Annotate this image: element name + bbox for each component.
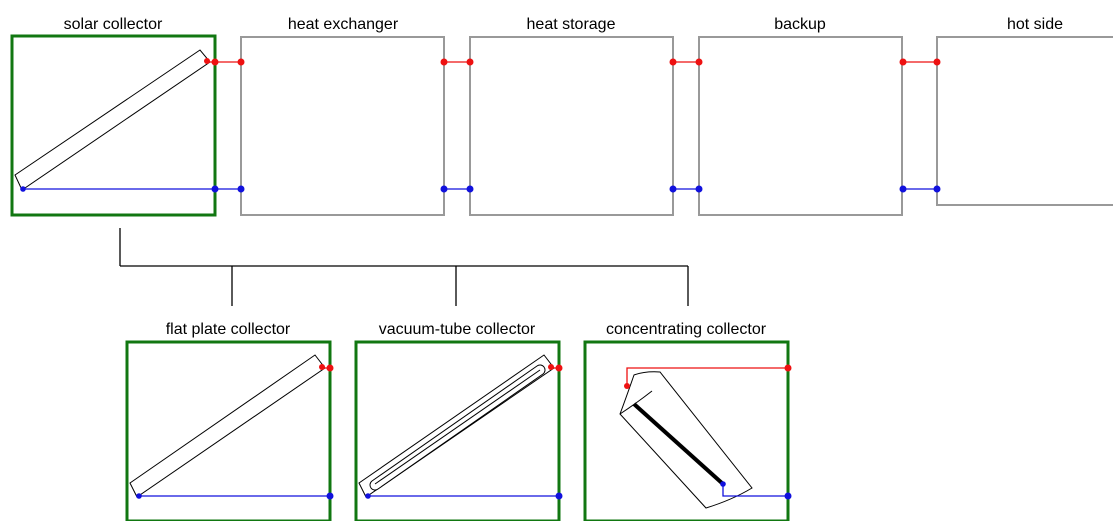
hot-side-hot-in-port <box>933 58 941 66</box>
heat-storage-cold-out-port <box>466 185 474 193</box>
concentrating-collector-box[interactable] <box>583 340 790 521</box>
heat-exchanger-cold-out-port <box>237 185 245 193</box>
vacuum-tube-cold-port <box>555 492 563 500</box>
label-heat-storage: heat storage <box>527 16 616 33</box>
label-hot-side: hot side <box>1007 16 1063 33</box>
concentrating-collector-block[interactable] <box>583 340 792 521</box>
concentrating-cold-port <box>784 492 792 500</box>
hot-side-box[interactable] <box>936 36 1113 206</box>
backup-hot-in-port <box>695 58 703 66</box>
label-vacuum-tube-collector: vacuum-tube collector <box>379 321 536 338</box>
label-concentrating-collector: concentrating collector <box>606 321 767 338</box>
hot-side-cold-out-port <box>933 185 941 193</box>
backup-block[interactable] <box>695 36 907 216</box>
solar-collector-block[interactable] <box>10 34 219 217</box>
hot-side-block[interactable] <box>933 36 1113 206</box>
heat-storage-box[interactable] <box>469 36 674 216</box>
heat-storage-hot-in-port <box>466 58 474 66</box>
flat-plate-hot-port <box>326 364 334 372</box>
flat-plate-collector-block[interactable] <box>125 340 334 521</box>
parabolic-trough-icon <box>619 371 753 509</box>
heat-storage-block[interactable] <box>466 36 677 216</box>
backup-box[interactable] <box>698 36 903 216</box>
label-backup: backup <box>774 16 826 33</box>
backup-cold-out-port <box>695 185 703 193</box>
heat-exchanger-box[interactable] <box>240 36 445 216</box>
heat-exchanger-hot-in-port <box>237 58 245 66</box>
vacuum-tube-hot-port <box>555 364 563 372</box>
concentrating-hot-port <box>784 364 792 372</box>
flat-plate-cold-port <box>326 492 334 500</box>
type-hierarchy-connector <box>119 228 689 306</box>
heat-exchanger-block[interactable] <box>237 36 448 216</box>
label-flat-plate-collector: flat plate collector <box>166 321 291 338</box>
label-solar-collector: solar collector <box>64 16 163 33</box>
label-heat-exchanger: heat exchanger <box>288 16 399 33</box>
vacuum-tube-collector-block[interactable] <box>354 340 563 521</box>
